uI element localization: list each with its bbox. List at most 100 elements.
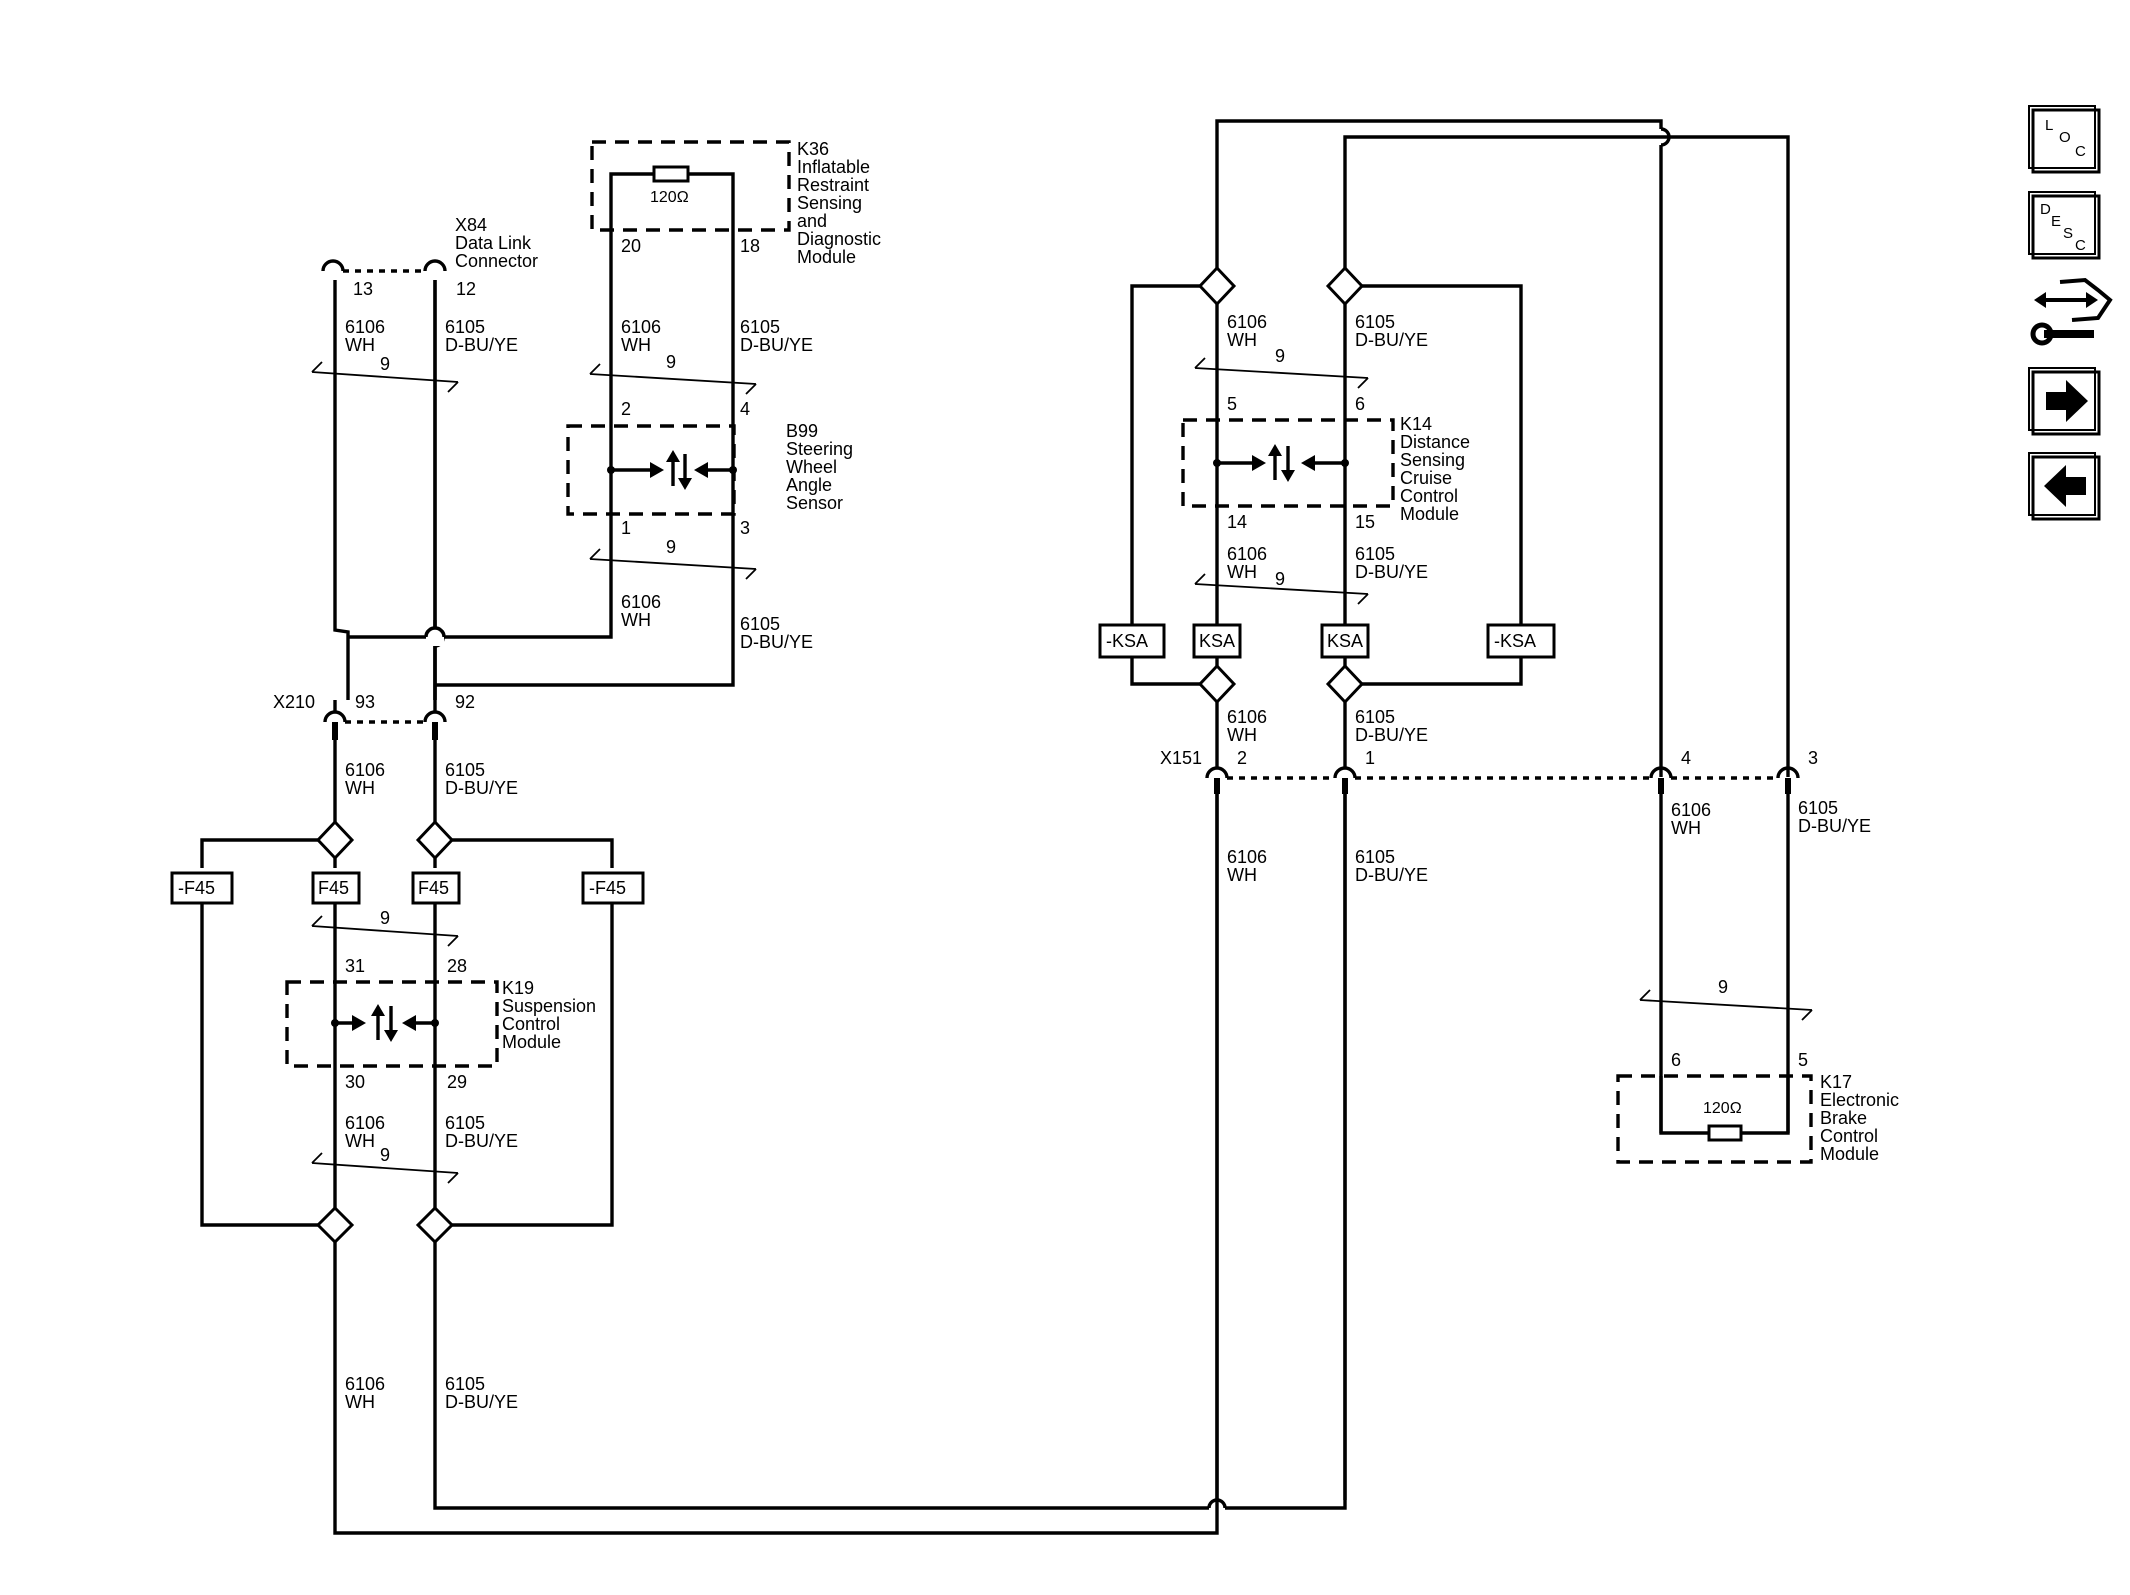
- twist-marker-k19-top: 9: [311, 908, 459, 947]
- splice-k19-bottom-wh: [315, 1205, 355, 1245]
- k17-label: K17 Electronic Brake Control Module: [1820, 1072, 1904, 1164]
- wire-6105-bottom-run: [433, 785, 1347, 1510]
- x210-label: X210: [273, 692, 315, 712]
- x151-label: X151: [1160, 748, 1202, 768]
- svg-text:3: 3: [740, 518, 750, 538]
- svg-text:9: 9: [380, 908, 390, 928]
- svg-text:28: 28: [447, 956, 467, 976]
- splice-k14-bottom-bu: [1325, 663, 1365, 705]
- svg-text:9: 9: [380, 1145, 390, 1165]
- arrow-left-icon: [2044, 465, 2086, 507]
- svg-text:F45: F45: [318, 878, 349, 898]
- svg-text:-F45: -F45: [589, 878, 626, 898]
- k17-resistor-value: 120Ω: [1703, 1100, 1742, 1117]
- svg-text:C: C: [2075, 143, 2086, 160]
- k36-resistor-value: 120Ω: [650, 189, 689, 206]
- option-f45-wh: F45: [311, 871, 361, 905]
- svg-text:KSA: KSA: [1199, 631, 1235, 651]
- b99-module: 2 4 1 3 B99 Steering Wheel Angle Sensor: [566, 399, 858, 538]
- svg-text:9: 9: [380, 354, 390, 374]
- next-page-button[interactable]: [2028, 367, 2101, 436]
- svg-text:92: 92: [455, 692, 475, 712]
- k14-bus-symbol: [1213, 444, 1349, 482]
- x210-connector: X210 93 92: [273, 692, 475, 740]
- svg-text:D: D: [2040, 201, 2051, 218]
- option-not-f45-left: -F45: [170, 871, 234, 905]
- twist-marker-b99: 9: [589, 537, 757, 580]
- wire-6105-k36-to-x210: [435, 240, 735, 687]
- k36-label: K36 Inflatable Restraint Sensing and Dia…: [797, 139, 886, 267]
- previous-page-button[interactable]: [2028, 452, 2101, 521]
- twist-marker-k14-top: 9: [1194, 346, 1369, 389]
- k17-module: 6 5 120Ω K17 Electronic Brake Control Mo…: [1616, 1050, 1904, 1164]
- svg-text:O: O: [2059, 129, 2071, 146]
- splice-k19-bottom-bu: [415, 1205, 455, 1245]
- desc-button[interactable]: D E S C: [2028, 191, 2101, 260]
- k36-pin-18: 18: [740, 236, 760, 256]
- b99-bus-symbol: [607, 450, 737, 490]
- svg-text:9: 9: [666, 537, 676, 557]
- k36-resistor: [652, 165, 690, 183]
- svg-text:1: 1: [1365, 748, 1375, 768]
- wire-6106-bottom-run: [333, 785, 1219, 1535]
- svg-text:4: 4: [740, 399, 750, 419]
- option-ksa-bu: KSA: [1320, 623, 1370, 659]
- connector-wrench-icon[interactable]: [2030, 277, 2113, 346]
- b99-label: B99 Steering Wheel Angle Sensor: [786, 421, 858, 513]
- svg-text:2: 2: [621, 399, 631, 419]
- splice-k19-top-wh: [315, 819, 355, 861]
- svg-text:9: 9: [1275, 569, 1285, 589]
- svg-text:14: 14: [1227, 512, 1247, 532]
- loc-button[interactable]: L O C: [2028, 105, 2101, 174]
- arrow-right-icon: [2046, 380, 2088, 422]
- svg-text:-KSA: -KSA: [1106, 631, 1148, 651]
- svg-text:9: 9: [1718, 977, 1728, 997]
- svg-text:3: 3: [1808, 748, 1818, 768]
- svg-text:-KSA: -KSA: [1494, 631, 1536, 651]
- k19-module: 31 28 30 29 K19 Suspension Control Modul…: [285, 956, 596, 1092]
- svg-text:E: E: [2051, 213, 2061, 230]
- splice-k14-bottom-wh: [1197, 663, 1237, 705]
- svg-text:L: L: [2045, 117, 2053, 134]
- option-not-ksa-right: -KSA: [1486, 623, 1556, 659]
- svg-text:4: 4: [1681, 748, 1691, 768]
- svg-text:15: 15: [1355, 512, 1375, 532]
- splice-k14-top-bu: [1325, 265, 1365, 307]
- svg-text:9: 9: [666, 352, 676, 372]
- svg-text:6: 6: [1671, 1050, 1681, 1070]
- splice-k19-top-bu: [415, 819, 455, 861]
- option-f45-bu: F45: [411, 871, 461, 905]
- svg-text:5: 5: [1798, 1050, 1808, 1070]
- wire-6105-top-loop: [1343, 135, 1790, 777]
- x84-pin-13: 13: [353, 279, 373, 299]
